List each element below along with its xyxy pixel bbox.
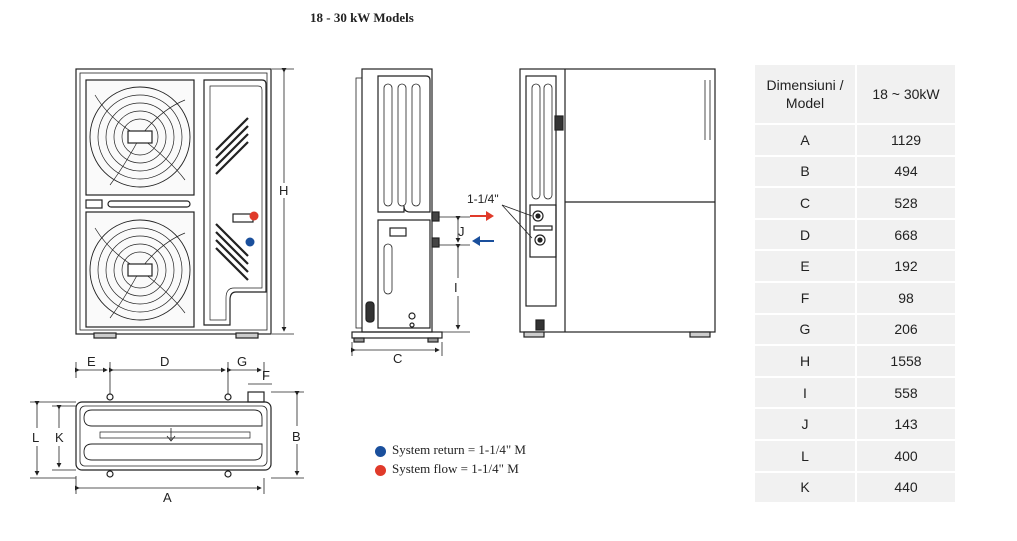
dim-label-j: J (458, 224, 465, 239)
dim-label-c: C (393, 351, 402, 366)
table-cell-value: 528 (856, 187, 955, 220)
flow-arrow-icon (470, 211, 494, 221)
dim-label-g: G (237, 354, 247, 369)
table-cell-key: B (755, 155, 857, 189)
return-arrow-icon (472, 236, 494, 246)
table-cell-value: 400 (856, 439, 955, 473)
table-cell-key: H (755, 345, 857, 378)
table-header-row: Dimensiuni / Model 18 ~ 30kW (755, 65, 955, 125)
table-cell-value: 1129 (856, 124, 955, 157)
dim-label-b: B (292, 429, 301, 444)
rear-view (519, 68, 716, 338)
table-cell-value: 192 (856, 250, 955, 283)
dim-label-e: E (87, 354, 96, 369)
dim-label-a: A (163, 490, 172, 505)
table-cell-value: 440 (856, 471, 955, 505)
table-cell-value: 668 (856, 218, 955, 252)
table-cell-value: 98 (856, 281, 955, 315)
dim-label-f: F (262, 368, 270, 383)
return-connection-icon (245, 237, 255, 247)
table-cell-value: 206 (856, 313, 955, 347)
table-cell-value: 558 (856, 376, 955, 410)
table-cell-key: G (755, 313, 857, 347)
dim-label-k: K (55, 430, 64, 445)
table-cell-key: A (755, 124, 857, 157)
red-dot-icon (375, 464, 386, 476)
table-cell-key: L (755, 439, 857, 473)
dim-label-l: L (32, 430, 39, 445)
table-cell-key: J (755, 408, 857, 441)
flow-connection-icon (249, 211, 259, 221)
legend-return-label: System return = 1-1/4" M (392, 442, 526, 457)
table-header-dimension: Dimensiuni / Model (755, 65, 857, 125)
legend-flow-label: System flow = 1-1/4" M (392, 461, 519, 476)
table-header-model: 18 ~ 30kW (856, 65, 955, 125)
page-title: 18 - 30 kW Models (310, 10, 414, 25)
dim-label-i: I (454, 280, 458, 295)
table-cell-key: D (755, 218, 857, 252)
table-cell-key: I (755, 376, 857, 410)
side-view (351, 68, 443, 343)
front-view (75, 68, 272, 339)
dim-label-h: H (279, 183, 288, 198)
table-cell-value: 1558 (856, 345, 955, 378)
legend-return: System return = 1-1/4" M (375, 442, 526, 458)
table-cell-key: F (755, 281, 857, 315)
top-view (75, 391, 272, 478)
blue-dot-icon (375, 445, 386, 457)
dim-label-d: D (160, 354, 169, 369)
table-cell-value: 143 (856, 408, 955, 441)
pipe-size-label: 1-1/4" (467, 192, 499, 206)
table-cell-key: K (755, 471, 857, 505)
table-cell-key: C (755, 187, 857, 220)
table-cell-value: 494 (856, 155, 955, 189)
table-cell-key: E (755, 250, 857, 283)
legend-flow: System flow = 1-1/4" M (375, 461, 519, 477)
